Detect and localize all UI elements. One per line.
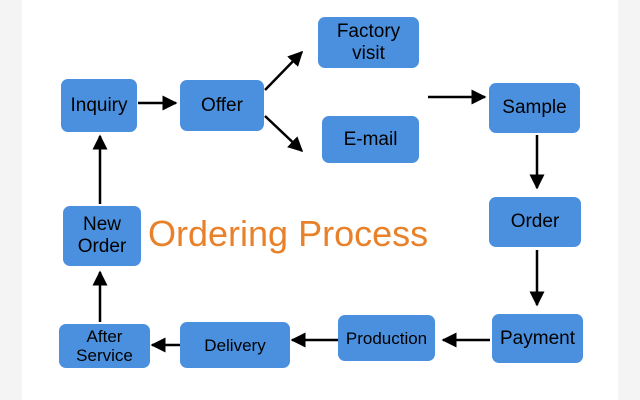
arrow-offer-to-email	[264, 115, 304, 153]
diagram-title: Ordering Process	[148, 213, 429, 254]
node-delivery: Delivery	[180, 322, 290, 368]
node-after-service: After Service	[59, 324, 150, 368]
node-order: Order	[489, 197, 581, 247]
node-payment: Payment	[492, 314, 583, 363]
arrow-offer-to-factory-visit	[264, 50, 304, 91]
node-factory-visit: Factory visit	[318, 17, 419, 68]
node-offer: Offer	[180, 80, 264, 131]
node-inquiry: Inquiry	[61, 79, 137, 132]
node-email: E-mail	[322, 116, 419, 163]
node-sample: Sample	[489, 83, 580, 133]
node-new-order: New Order	[63, 206, 141, 266]
node-production: Production	[338, 315, 435, 361]
